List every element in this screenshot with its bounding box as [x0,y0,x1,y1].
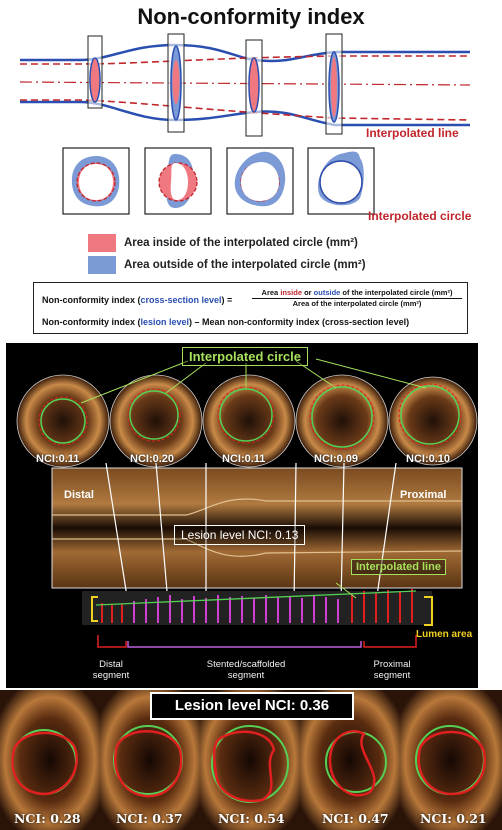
legend-swatch-inside [88,234,116,252]
lumen-bracket-right [424,596,433,626]
formula-row2-level: lesion level [140,317,190,327]
distal-segment-label: Distal segment [92,659,130,681]
oct-interpolated-line-label: Interpolated line [351,559,446,575]
proximal-label: Proximal [400,489,447,501]
lumen-bracket-left [91,596,98,622]
formula-row1-level: cross-section level [140,295,222,305]
bottom-nci-4: NCI: 0.47 [322,811,389,826]
distal-label: Distal [64,489,94,501]
formula-num-a: Area [261,288,281,297]
formula-row-cross-section: Non-conformity index (cross-section leve… [42,295,232,305]
cross-section-1 [62,147,130,215]
bottom-oct-strip: Lesion level NCI: 0.36 NCI: 0.28 NCI: 0.… [0,690,502,830]
formula-num-outside: outside [313,288,341,297]
formula-box: Non-conformity index (cross-section leve… [33,282,468,334]
oct-graphics [16,358,478,648]
lumen-area-bars [101,589,413,623]
formula-row2-prefix: Non-conformity index ( [42,317,141,327]
proximal-segment-bracket [363,635,417,648]
formula-num-or: or [302,288,314,297]
bottom-nci-3: NCI: 0.54 [218,811,285,826]
nci-cross-section-5: NCI:0.10 [406,453,451,465]
cross-section-planes [87,33,343,137]
vessel-wall-top [20,43,470,63]
bottom-lesion-nci: Lesion level NCI: 0.36 [150,692,354,720]
lumen-area-label: Lumen area [416,629,473,640]
interpolated-circle-label: Interpolated circle [368,209,472,223]
oct-interpolated-circle-label: Interpolated circle [182,347,308,366]
cross-section-2 [144,147,212,215]
interpolated-circle-pointers [80,358,427,404]
interpolated-line-label: Interpolated line [366,126,459,140]
formula-denominator: Area of the interpolated circle (mm²) [292,299,422,308]
bottom-nci-1: NCI: 0.28 [14,811,81,826]
proximal-segment-label: Proximal segment [373,659,411,681]
formula-row-lesion: Non-conformity index (lesion level) – Me… [42,317,409,327]
formula-row1-prefix: Non-conformity index ( [42,295,141,305]
vessel-wall-bottom [20,100,470,127]
stented-segment-bracket [127,641,362,648]
interpolated-line-trace [95,590,417,606]
formula-row1-suffix: ) = [221,295,233,305]
formula-fraction: Area inside or outside of the interpolat… [252,288,462,308]
nci-cross-section-3: NCI:0.11 [222,453,266,465]
formula-numerator: Area inside or outside of the interpolat… [252,288,462,299]
longitudinal-view [51,467,463,589]
vessel-schematic [19,33,471,137]
oct-cross-sections [16,374,478,468]
page-title: Non-conformity index [137,4,365,29]
stented-segment-label: Stented/scaffolded segment [206,659,286,681]
formula-row2-suffix: ) – Mean non-conformity index (cross-sec… [189,317,410,327]
bottom-nci-2: NCI: 0.37 [116,811,183,826]
legend-swatch-outside [88,256,116,274]
nci-cross-section-2: NCI:0.20 [130,453,175,465]
oct-panel: Interpolated circle NCI:0.11 NCI:0.20 NC… [6,343,478,688]
legend-inside: Area inside of the interpolated circle (… [88,234,358,252]
cross-section-3 [226,147,294,215]
nci-cross-section-4: NCI:0.09 [314,453,359,465]
distal-segment-bracket [97,635,127,648]
oct-lesion-nci: Lesion level NCI: 0.13 [174,525,306,545]
cross-section-4 [307,147,375,215]
legend-inside-label: Area inside of the interpolated circle (… [124,237,358,249]
formula-num-inside: inside [280,288,302,297]
nci-cross-section-1: NCI:0.11 [36,453,80,465]
bottom-nci-5: NCI: 0.21 [420,811,487,826]
lumen-area-strip [82,591,432,625]
bottom-interpolated-circles [11,725,486,803]
legend-outside: Area outside of the interpolated circle … [88,256,366,274]
cross-section-diagrams [62,147,375,215]
formula-num-b: of the interpolated circle (mm²) [340,288,453,297]
projection-lines [105,462,397,604]
legend-outside-label: Area outside of the interpolated circle … [124,259,366,271]
